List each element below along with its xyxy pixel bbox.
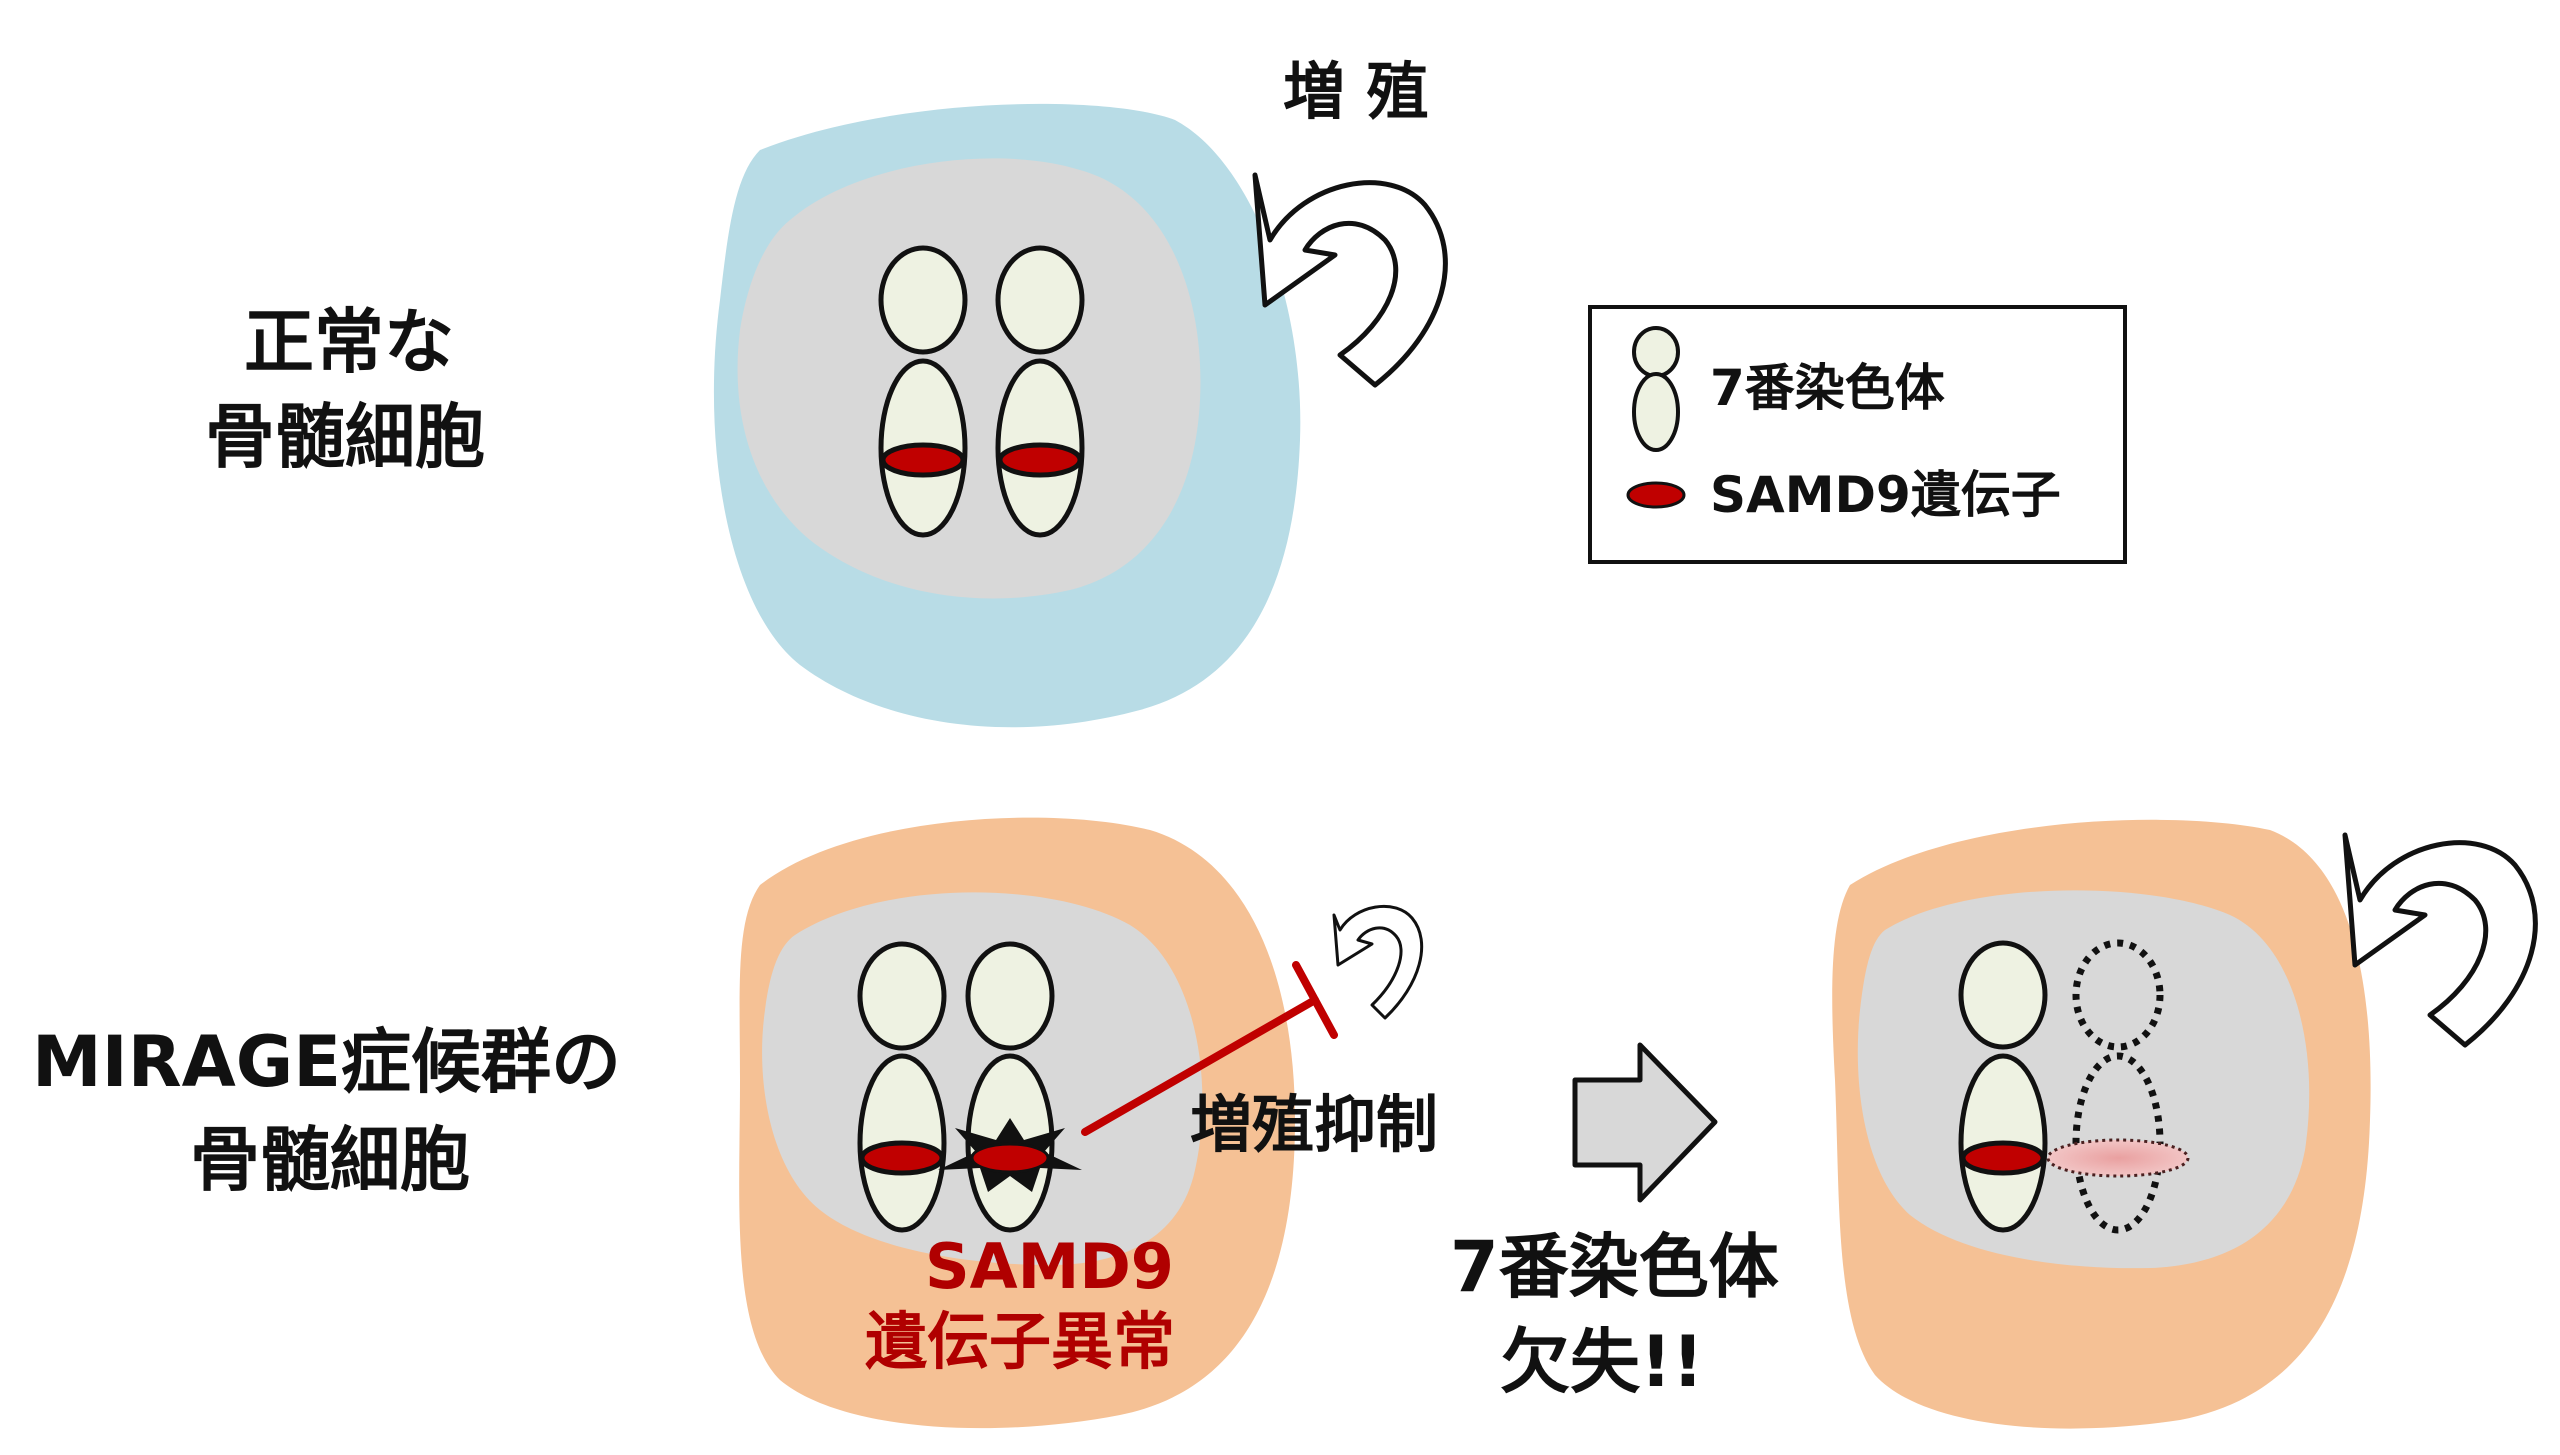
normal-samd9-gene-right [997,442,1083,478]
inhibition-label: 増殖抑制 [1190,1088,1439,1161]
mutation-label-line1: SAMD9 [925,1230,1174,1303]
mirage-chromosome-left [857,941,947,1233]
mirage-cell [739,817,1295,1429]
loss-label-line1: 7番染色体 [1450,1226,1779,1308]
proliferation-label: 増 殖 [1283,55,1429,128]
inhibition-symbol [1081,961,1338,1136]
mutation-label-line2: 遺伝子異常 [865,1305,1176,1378]
normal-chromosome-right [995,245,1085,538]
normal-cell-nucleus [737,158,1201,599]
mirage-label-line2: 骨髄細胞 [190,1119,470,1201]
normal-label-line2: 骨髄細胞 [205,396,485,478]
normal-cell [713,103,1301,728]
loss-label-line2: 欠失!! [1500,1321,1704,1403]
deleted-gene-remnant [2046,1138,2190,1178]
mirage-chromosome-right [965,941,1055,1233]
legend-box [1588,305,2127,564]
weak-proliferation-arrow-icon [1332,904,1424,1020]
deleted-cell [1832,819,2371,1429]
deleted-cell-samd9-gene [1960,1140,2046,1176]
regained-proliferation-arrow-icon [2342,832,2538,1048]
transition-arrow-icon [1572,1042,1718,1203]
normal-chromosome-left [878,245,968,538]
normal-samd9-gene-left [880,442,966,478]
legend-gene-icon [1626,481,1686,509]
normal-label-line1: 正常な [244,301,454,383]
legend-chromosome-icon [1632,326,1680,452]
mirage-label-line1: MIRAGE症候群の [32,1021,622,1103]
deleted-cell-chromosome-intact [1958,940,2048,1233]
legend-chromosome-label: 7番染色体 [1710,359,1945,417]
mirage-samd9-gene-mutated [970,1142,1050,1174]
legend-gene-label: SAMD9遺伝子 [1710,466,2061,524]
deleted-cell-nucleus [1857,890,2310,1269]
mirage-samd9-gene-left [859,1140,945,1176]
proliferation-arrow-icon [1252,172,1448,388]
